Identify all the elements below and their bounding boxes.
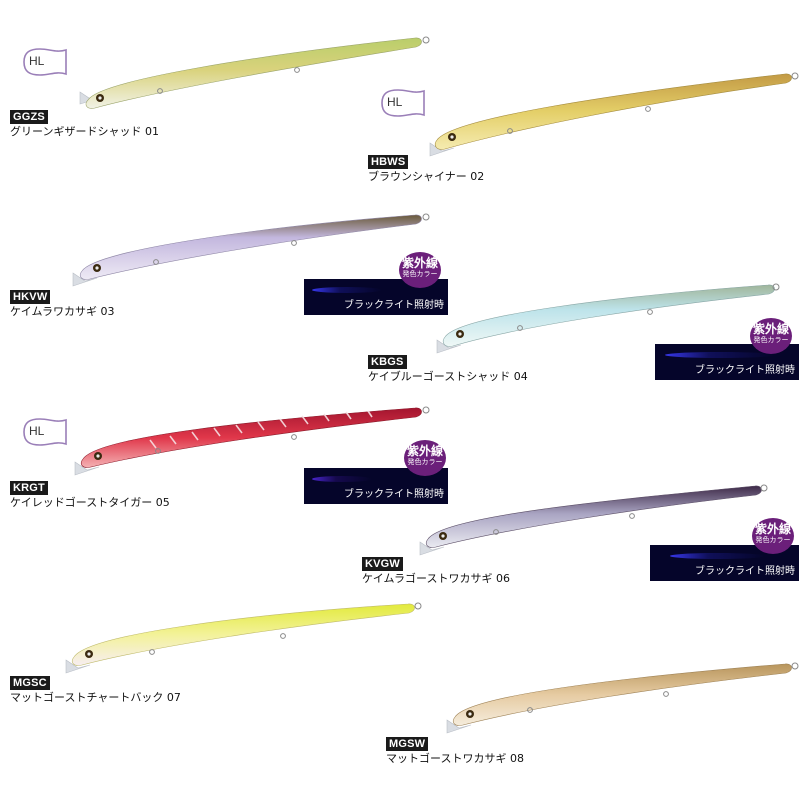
lure-name-03: ケイムラワカサギ 03 (10, 305, 115, 318)
lure-name-02: ブラウンシャイナー 02 (368, 170, 485, 183)
lure-body-07 (65, 602, 422, 674)
uv-badge-subtitle: 発色カラー (753, 336, 789, 344)
uv-badge-subtitle: 発色カラー (755, 536, 791, 544)
lure-code-08: MGSW (386, 737, 429, 751)
lure-name-01: グリーンギザードシャッド 01 (10, 125, 159, 138)
lure-body-08 (446, 662, 799, 734)
lure-code-04: KBGS (368, 355, 407, 369)
uv-badge-subtitle: 発色カラー (402, 270, 438, 278)
hl-badge-01: HL (22, 47, 68, 77)
lure-code-06: KVGW (362, 557, 404, 571)
hl-label: HL (387, 95, 403, 109)
lure-code-03: HKVW (10, 290, 51, 304)
uv-badge-03: 紫外線 発色カラー (399, 252, 441, 288)
lure-body-02 (429, 72, 799, 157)
uv-panel-06: ブラックライト照射時 (650, 545, 799, 581)
lure-name-08: マットゴーストワカサギ 08 (386, 752, 524, 765)
uv-badge-05: 紫外線 発色カラー (404, 440, 446, 476)
lure-name-07: マットゴーストチャートバック 07 (10, 691, 181, 704)
lure-body-06 (419, 484, 768, 556)
lure-body-05 (74, 406, 430, 476)
uv-badge-title: 紫外線 (754, 522, 791, 536)
lure-name-06: ケイムラゴーストワカサギ 06 (362, 572, 510, 585)
lure-code-01: GGZS (10, 110, 48, 124)
uv-badge-title: 紫外線 (752, 322, 789, 336)
uv-panel-05: ブラックライト照射時 (304, 468, 448, 504)
lure-body-01 (79, 36, 430, 109)
lure-body-04 (436, 283, 780, 354)
lure-code-02: HBWS (368, 155, 409, 169)
lure-code-07: MGSC (10, 676, 50, 690)
lure-body-03 (72, 213, 430, 287)
uv-badge-title: 紫外線 (401, 256, 438, 270)
uv-caption: ブラックライト照射時 (695, 365, 795, 376)
uv-badge-04: 紫外線 発色カラー (750, 318, 792, 354)
uv-caption: ブラックライト照射時 (695, 566, 795, 577)
uv-badge-title: 紫外線 (406, 444, 443, 458)
hl-badge-05: HL (22, 417, 68, 447)
lure-name-04: ケイブルーゴーストシャッド 04 (368, 370, 528, 383)
lure-name-05: ケイレッドゴーストタイガー 05 (10, 496, 170, 509)
uv-caption: ブラックライト照射時 (344, 489, 444, 500)
hl-label: HL (29, 424, 45, 438)
uv-caption: ブラックライト照射時 (344, 300, 444, 311)
hl-badge-02: HL (380, 88, 426, 118)
uv-badge-06: 紫外線 発色カラー (752, 518, 794, 554)
uv-badge-subtitle: 発色カラー (407, 458, 443, 466)
lure-code-05: KRGT (10, 481, 48, 495)
hl-label: HL (29, 54, 45, 68)
